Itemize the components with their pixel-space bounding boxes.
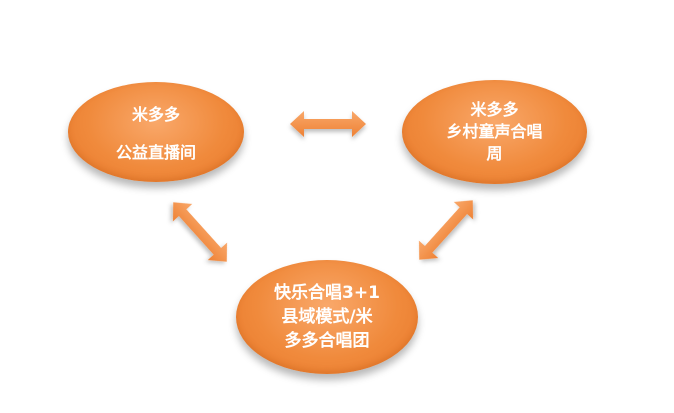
double-arrow-left-right: [290, 111, 366, 137]
node-bottom-line1: 快乐合唱3+1: [274, 283, 380, 303]
node-choir-week: 米多多 乡村童声合唱 周: [402, 80, 587, 184]
node-live-broadcast: 米多多 公益直播间: [68, 82, 244, 182]
node-right-line1: 米多多: [470, 100, 519, 119]
node-bottom-line2: 县域模式/米: [281, 307, 373, 327]
node-left-line2: 公益直播间: [115, 143, 196, 162]
double-arrow-right-bottom: [418, 200, 474, 260]
node-left-line1: 米多多: [131, 105, 180, 124]
double-arrow-left-bottom: [172, 202, 228, 262]
node-bottom-line3: 多多合唱团: [284, 331, 370, 351]
node-right-line3: 周: [486, 144, 503, 163]
node-right-line2: 乡村童声合唱: [446, 122, 543, 141]
node-county-model: 快乐合唱3+1 县域模式/米 多多合唱团: [236, 260, 418, 374]
